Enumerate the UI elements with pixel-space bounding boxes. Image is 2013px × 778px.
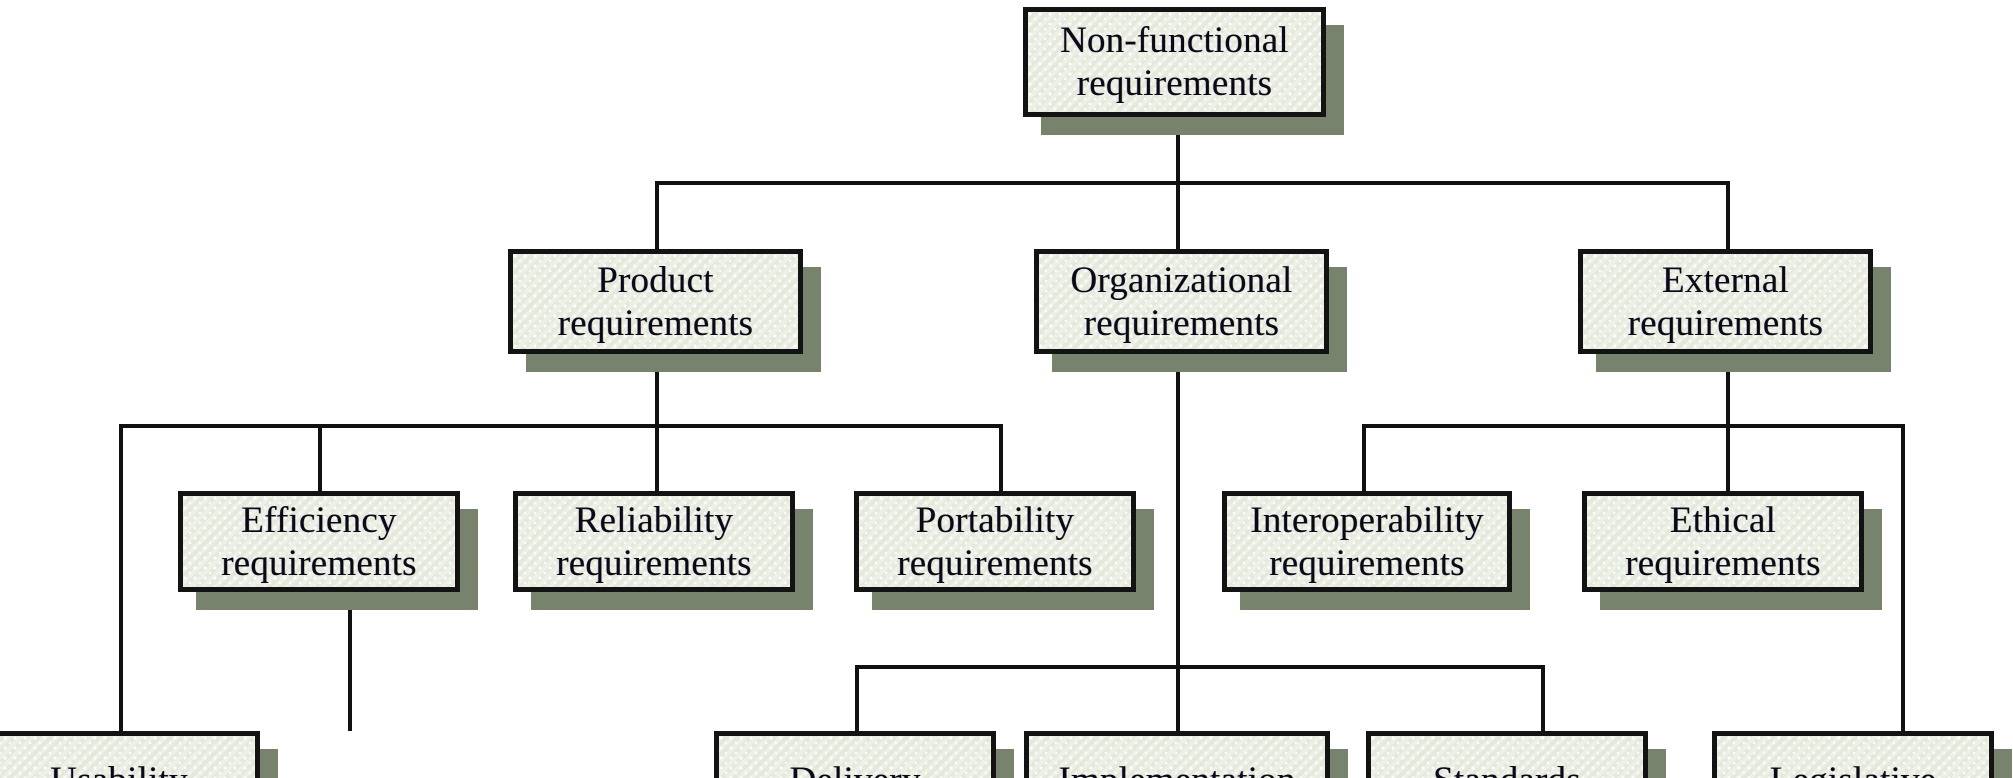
- node-label-line2: requirements: [556, 542, 752, 584]
- node-standards[interactable]: Standards: [1366, 731, 1666, 778]
- node-label-line2: requirements: [1625, 542, 1821, 584]
- node-external-requirements[interactable]: External requirements: [1578, 249, 1891, 372]
- connector-drop-organizational: [1176, 181, 1180, 249]
- connector-rail-usability-left: [119, 424, 123, 731]
- connector-drop-standards: [1541, 665, 1545, 733]
- connector-external-stem: [1726, 352, 1730, 427]
- node-label-line1: Product: [597, 259, 714, 301]
- node-face: Portability requirements: [854, 491, 1136, 592]
- node-label-line2: requirements: [557, 302, 754, 344]
- node-face: Interoperability requirements: [1222, 491, 1512, 592]
- node-label-line2: requirements: [1269, 542, 1465, 584]
- connector-rail-legislative-right: [1901, 424, 1905, 731]
- node-delivery[interactable]: Delivery: [714, 731, 1014, 778]
- node-label-line1: External: [1662, 259, 1789, 301]
- node-face: Implementation: [1024, 731, 1330, 778]
- node-label-line1: Efficiency: [241, 499, 397, 541]
- node-non-functional-requirements[interactable]: Non-functional requirements: [1023, 7, 1344, 135]
- connector-external-bus: [1362, 424, 1905, 428]
- connector-drop-product: [655, 181, 659, 249]
- node-face: Organizational requirements: [1034, 249, 1329, 354]
- node-label-line1: Portability: [915, 499, 1075, 541]
- node-face: Legislative: [1712, 731, 1994, 778]
- node-label-line1: Interoperability: [1250, 499, 1484, 541]
- node-label-line1: Legislative: [1770, 760, 1937, 778]
- node-product-requirements[interactable]: Product requirements: [508, 249, 821, 372]
- node-face: Standards: [1366, 731, 1648, 778]
- node-organizational-requirements[interactable]: Organizational requirements: [1034, 249, 1347, 372]
- node-label-line2: requirements: [897, 542, 1093, 584]
- connector-drop-ethical: [1726, 424, 1730, 492]
- node-face: External requirements: [1578, 249, 1873, 354]
- node-legislative[interactable]: Legislative: [1712, 731, 2012, 778]
- connector-drop-portability: [999, 424, 1003, 492]
- node-label-line1: Ethical: [1669, 499, 1777, 541]
- node-label-line1: Delivery: [789, 760, 920, 778]
- node-face: Non-functional requirements: [1023, 7, 1326, 117]
- node-label-line1: Organizational: [1070, 259, 1293, 301]
- node-efficiency-requirements[interactable]: Efficiency requirements: [178, 491, 478, 610]
- connector-organizational-bus: [855, 665, 1545, 669]
- node-label-line1: Implementation: [1058, 760, 1295, 778]
- connector-organizational-stem: [1176, 352, 1180, 731]
- node-implementation[interactable]: Implementation: [1024, 731, 1348, 778]
- node-face: Usability: [0, 731, 260, 778]
- node-reliability-requirements[interactable]: Reliability requirements: [513, 491, 813, 610]
- node-interoperability-requirements[interactable]: Interoperability requirements: [1222, 491, 1530, 610]
- connector-product-stem: [655, 352, 659, 427]
- node-label-line1: Usability: [50, 760, 187, 778]
- connector-product-bus: [119, 424, 1003, 428]
- connector-drop-delivery: [855, 665, 859, 733]
- node-label-line2: requirements: [1076, 63, 1273, 104]
- node-face: Efficiency requirements: [178, 491, 460, 592]
- node-ethical-requirements[interactable]: Ethical requirements: [1582, 491, 1882, 610]
- node-label-line1: Standards: [1433, 760, 1581, 778]
- node-face: Ethical requirements: [1582, 491, 1864, 592]
- connector-drop-interoperability: [1362, 424, 1366, 492]
- node-label-line1: Reliability: [574, 499, 734, 541]
- node-face: Delivery: [714, 731, 996, 778]
- node-label-line2: requirements: [1083, 302, 1280, 344]
- node-label-line2: requirements: [221, 542, 417, 584]
- connector-efficiency-stem: [348, 594, 352, 731]
- node-label-line2: requirements: [1627, 302, 1824, 344]
- node-label-line1: Non-functional: [1060, 20, 1289, 62]
- connector-level2-bus: [655, 181, 1730, 185]
- connector-drop-external: [1726, 181, 1730, 249]
- node-face: Product requirements: [508, 249, 803, 354]
- node-usability[interactable]: Usability: [0, 731, 278, 778]
- connector-root-stem: [1176, 100, 1180, 184]
- connector-drop-reliability: [655, 424, 659, 492]
- node-portability-requirements[interactable]: Portability requirements: [854, 491, 1154, 610]
- node-face: Reliability requirements: [513, 491, 795, 592]
- connector-drop-efficiency: [318, 424, 322, 492]
